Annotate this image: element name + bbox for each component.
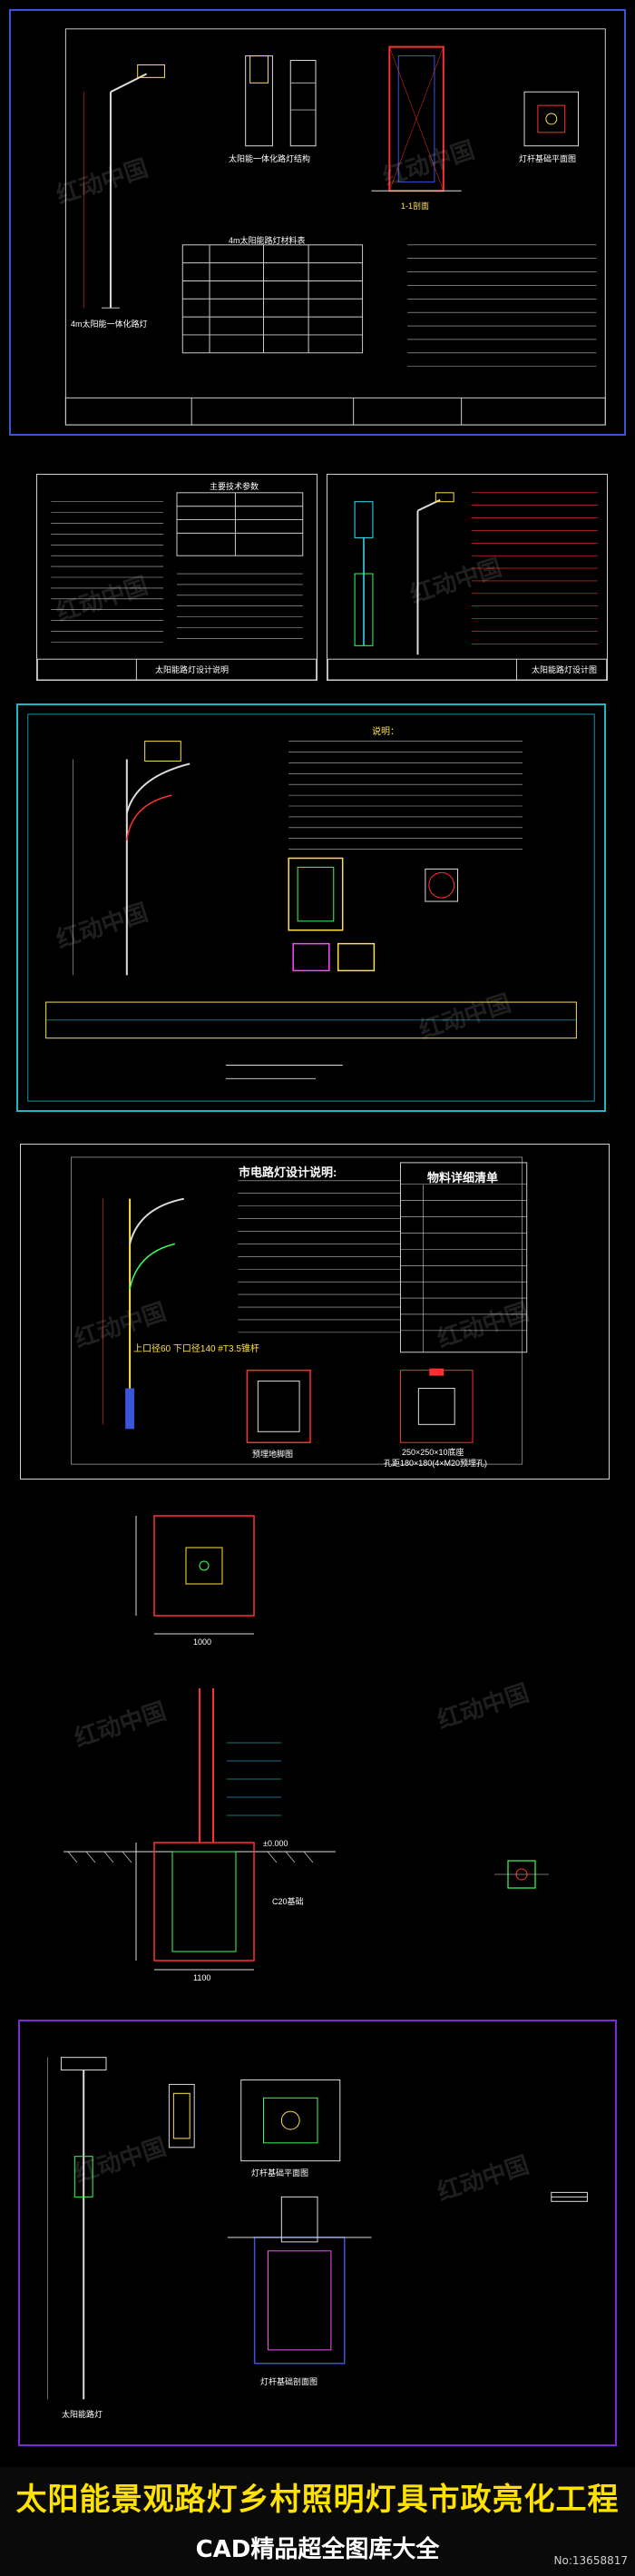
sheet-1-lamp-label: 4m太阳能一体化路灯 bbox=[71, 320, 148, 329]
sheet-5-ground-label: ±0.000 bbox=[263, 1839, 288, 1848]
sheet-3-notes-title: 说明： bbox=[372, 727, 399, 737]
banner-number: No:13658817 bbox=[553, 2554, 628, 2567]
sheet-1-foundation-label: 1-1剖面 bbox=[401, 202, 430, 211]
sheet-1-section-label: 太阳能一体化路灯结构 bbox=[229, 154, 311, 163]
sheet-4-design-title: 市电路灯设计说明: bbox=[239, 1165, 337, 1179]
sheet-2-left-title: 太阳能路灯设计说明 bbox=[155, 665, 230, 674]
drawing-sheet-2-left: 太阳能路灯设计说明 主要技术参数 bbox=[36, 474, 318, 681]
sheet-5-linework bbox=[64, 1515, 549, 1971]
sheet-5-dim-2: 1100 bbox=[193, 1973, 211, 1982]
sheet-4-anchor-label-1: 250×250×10底座 bbox=[402, 1448, 464, 1457]
sheet-2-right-title: 太阳能路灯设计图 bbox=[532, 665, 598, 674]
drawing-sheet-1: 4m太阳能一体化路灯 太阳能一体化路灯结构 1-1剖面 灯杆基础平面图 4m太阳… bbox=[9, 9, 626, 436]
sheet-4-bom-title: 物料详细清单 bbox=[427, 1171, 499, 1185]
sheet-5-dim-1: 1000 bbox=[193, 1637, 212, 1647]
sheet-4-pole-label: 上口径60 下口径140 #T3.5锥杆 bbox=[133, 1344, 259, 1354]
drawing-sheet-5: 1000 1100 C20基础 ±0.000 bbox=[36, 1507, 599, 1997]
sheet-4-foundation-label: 预埋地脚图 bbox=[252, 1450, 294, 1459]
sheet-4-anchor-label-2: 孔距180×180(4×M20预埋孔) bbox=[384, 1459, 488, 1468]
sheet-2-right-linework bbox=[327, 492, 607, 680]
drawing-sheet-2-right: 太阳能路灯设计图 bbox=[327, 474, 608, 681]
drawing-sheet-6: 太阳能路灯 灯杆基础平面图 灯杆基础剖面图 bbox=[18, 2020, 617, 2446]
sheet-2-table-title: 主要技术参数 bbox=[210, 482, 259, 491]
sheet-6-section-label: 灯杆基础剖面图 bbox=[260, 2377, 318, 2386]
sheet-1-table-title: 4m太阳能路灯材料表 bbox=[229, 236, 306, 245]
sheet-4-linework bbox=[71, 1156, 528, 1465]
sheet-1-plan-label: 灯杆基础平面图 bbox=[519, 154, 577, 163]
drawing-sheet-4: 市电路灯设计说明: 物料详细清单 上口径60 下口径140 #T3.5锥杆 预埋… bbox=[20, 1144, 610, 1480]
sheet-1-linework bbox=[64, 28, 606, 426]
banner-subtitle: CAD精品超全图库大全 bbox=[195, 2536, 440, 2563]
promo-banner: 太阳能景观路灯乡村照明灯具市政亮化工程 CAD精品超全图库大全 No:13658… bbox=[0, 2467, 635, 2576]
sheet-2-left-linework bbox=[37, 492, 317, 680]
sheet-6-linework bbox=[47, 2057, 588, 2400]
sheet-6-lamp-label: 太阳能路灯 bbox=[62, 2410, 103, 2419]
sheet-6-plan-label: 灯杆基础平面图 bbox=[251, 2168, 309, 2178]
drawing-sheet-3: 说明： bbox=[16, 703, 606, 1112]
sheet-5-pole-label: C20基础 bbox=[272, 1897, 304, 1906]
banner-title: 太阳能景观路灯乡村照明灯具市政亮化工程 bbox=[15, 2482, 620, 2518]
sheet-3-linework bbox=[27, 713, 595, 1102]
